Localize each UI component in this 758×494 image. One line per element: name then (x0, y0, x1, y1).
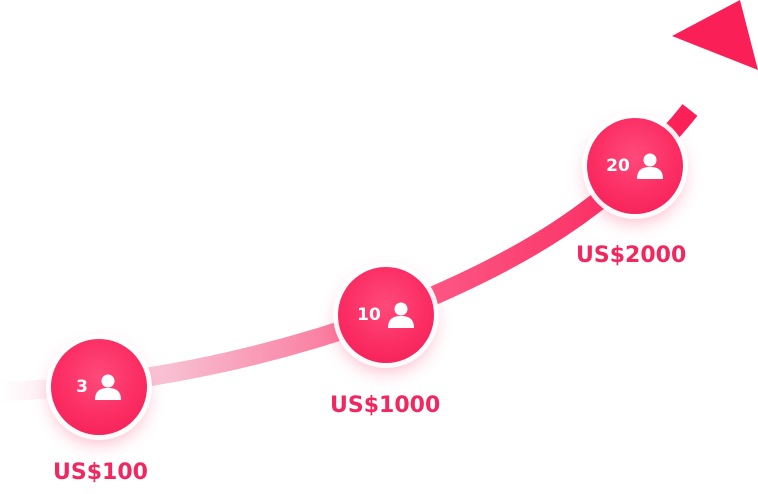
user-icon (94, 374, 121, 400)
milestone-node-2: 10 (338, 267, 434, 363)
milestone-node-3: 20 (587, 118, 683, 214)
milestone-price-2: US$1000 (330, 393, 441, 418)
user-icon (636, 153, 663, 179)
milestone-count: 20 (606, 156, 630, 176)
milestone-price-3: US$2000 (576, 243, 687, 268)
milestone-count: 3 (76, 377, 88, 397)
user-icon (387, 302, 414, 328)
milestone-count: 10 (357, 305, 381, 325)
milestone-price-1: US$100 (53, 460, 148, 485)
milestone-node-1: 3 (51, 339, 147, 435)
arrow-up-right-icon (672, 0, 758, 70)
